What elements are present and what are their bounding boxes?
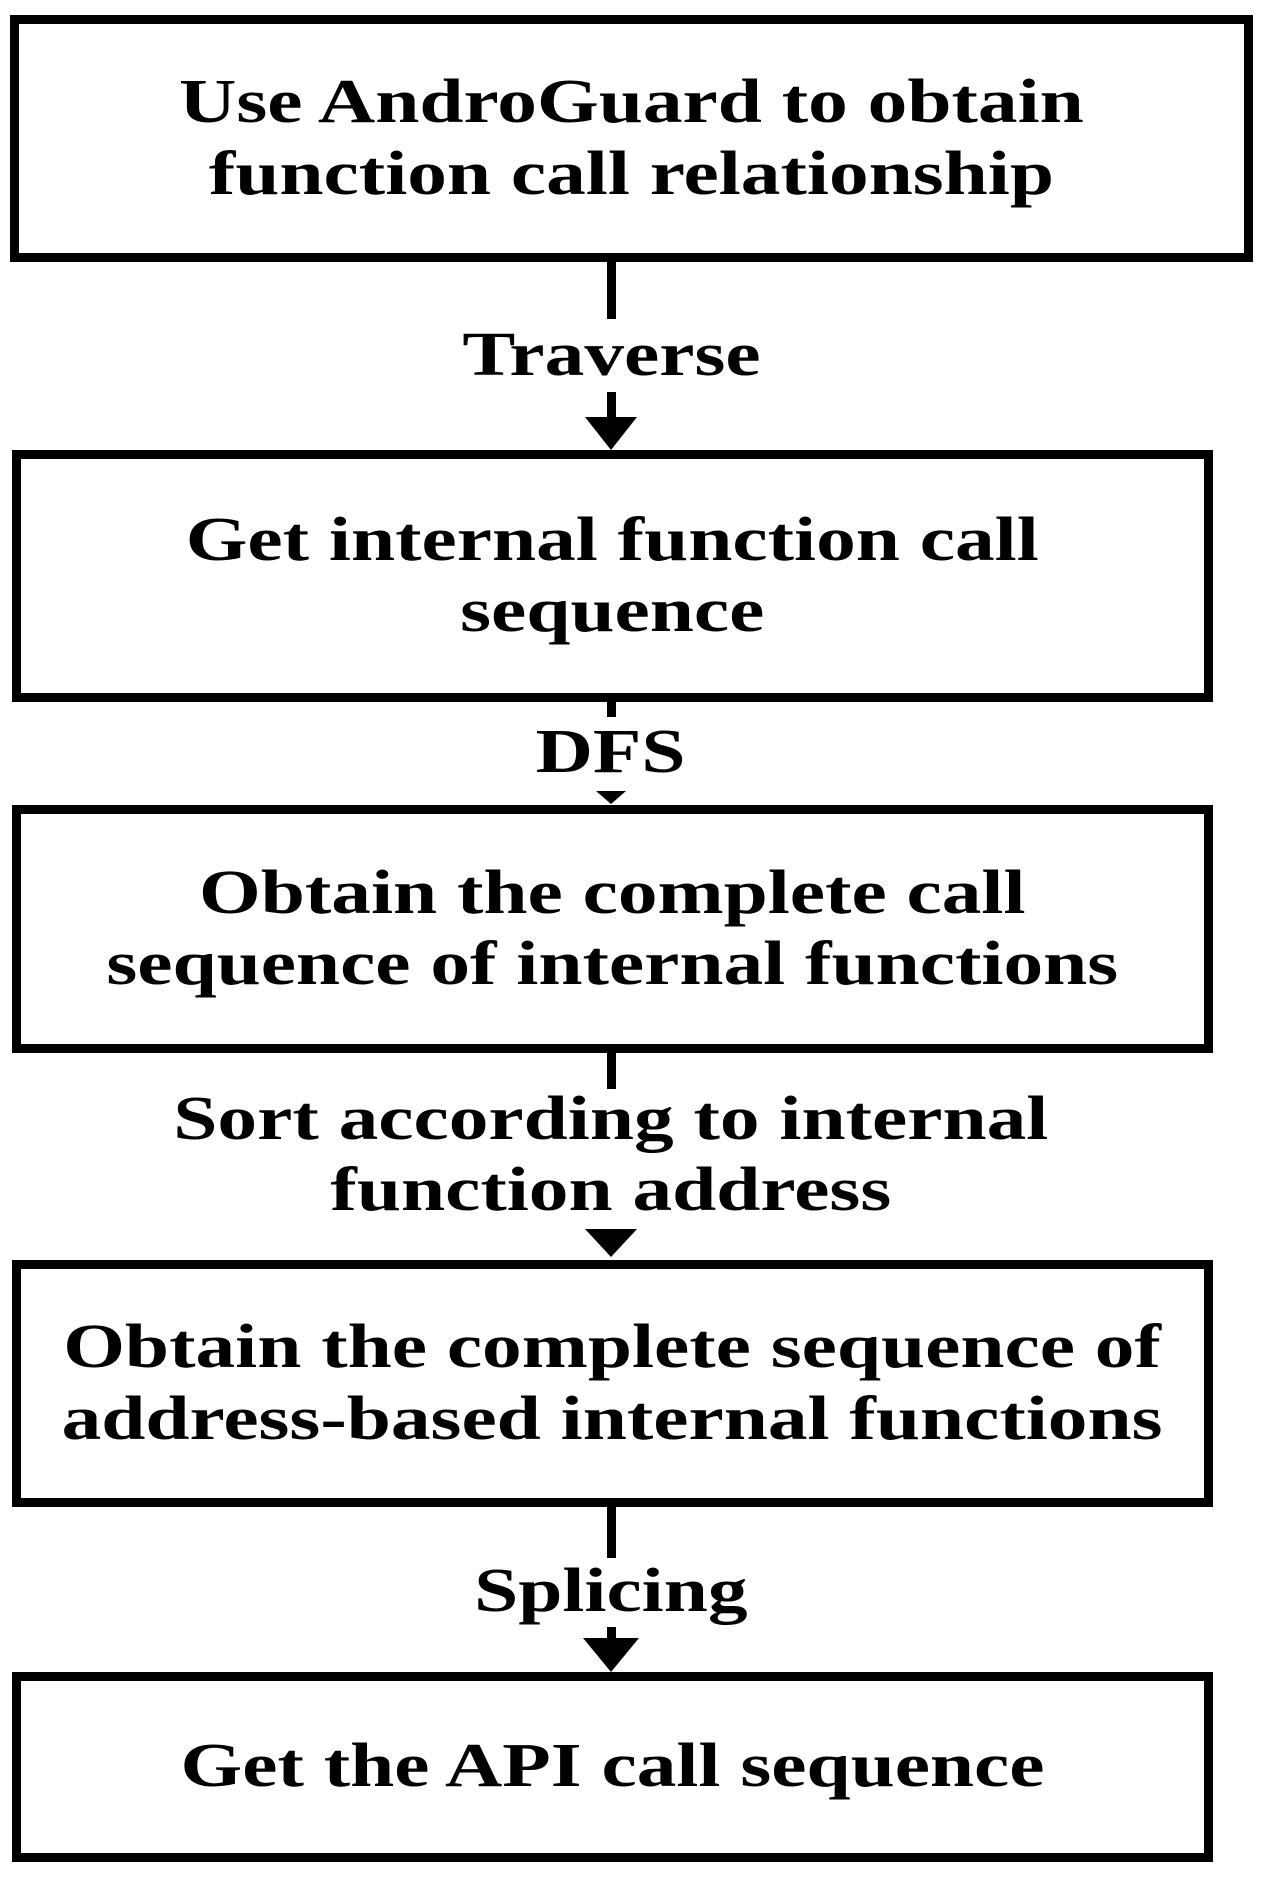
arrow-down-icon [583,1638,639,1672]
node-obtain-complete-call-sequence: Obtain the complete call sequence of int… [12,805,1213,1053]
node-get-internal-function-call-sequence: Get internal function call sequence [12,450,1213,702]
node-label: Obtain the complete sequence of address-… [62,1313,1163,1453]
edge-splicing-label: Splicing [474,1557,748,1625]
node-label: Use AndroGuard to obtain function call r… [179,68,1084,208]
edge-traverse-line-top [607,262,616,319]
arrow-down-icon [585,417,637,450]
node-label: Get internal function call sequence [185,505,1040,645]
node-use-androguard: Use AndroGuard to obtain function call r… [10,15,1253,262]
edge-sort-line-top [607,1053,616,1089]
edge-traverse-line-bottom [607,392,616,419]
arrow-down-icon [585,1229,637,1257]
edge-dfs-line-top [607,700,616,717]
edge-splicing-line-top [607,1507,616,1558]
node-label: Get the API call sequence [180,1732,1045,1801]
edge-sort-label: Sort according to internal function addr… [173,1085,1049,1225]
node-label: Obtain the complete call sequence of int… [106,858,1119,998]
edge-dfs-label: DFS [536,718,686,786]
edge-splicing-line-bottom [607,1627,616,1640]
edge-traverse-label: Traverse [461,321,761,389]
node-obtain-address-based-sequence: Obtain the complete sequence of address-… [12,1260,1213,1507]
arrow-down-icon [596,791,626,804]
node-get-api-call-sequence: Get the API call sequence [12,1672,1213,1862]
